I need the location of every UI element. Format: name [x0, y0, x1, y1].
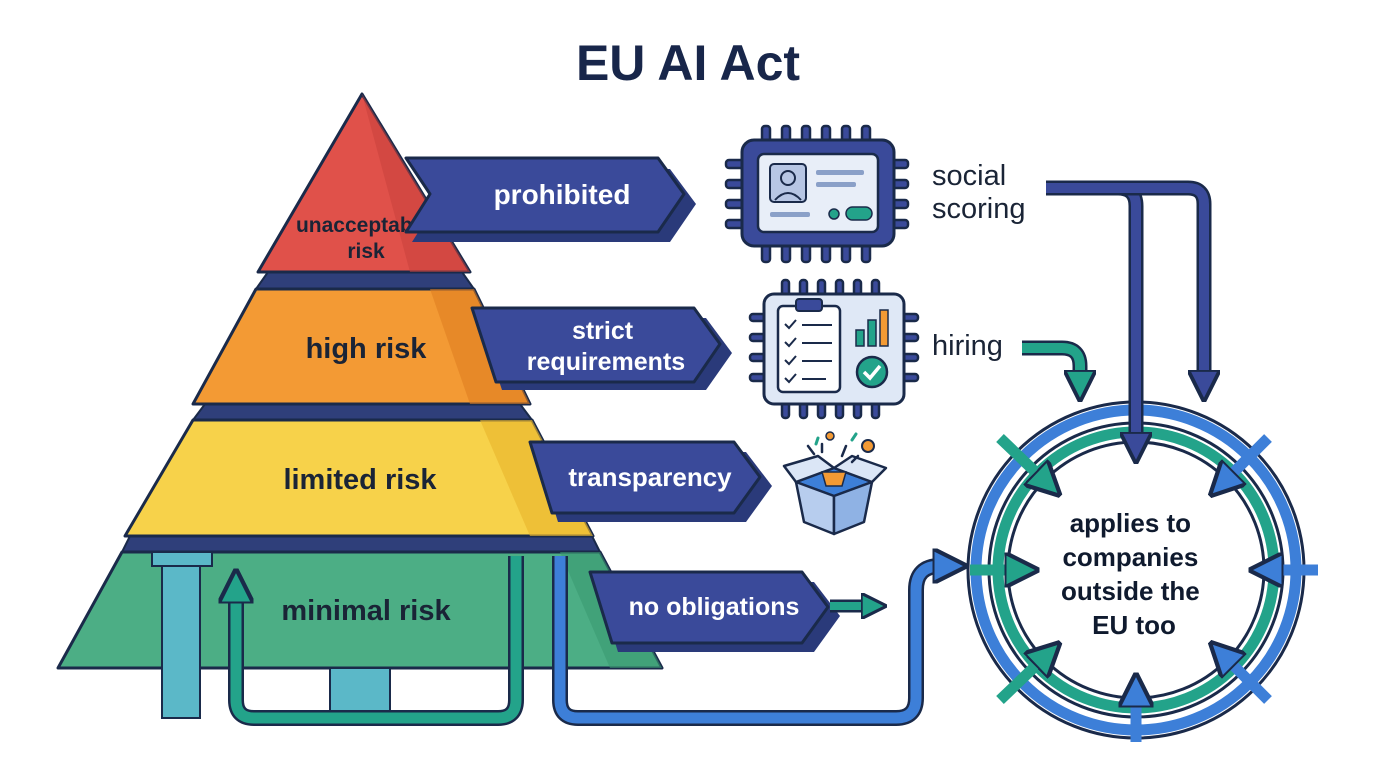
svg-text:transparency: transparency [568, 462, 732, 492]
tier-limited-label: limited risk [283, 464, 437, 496]
banner-prohibited: prohibited [404, 156, 696, 242]
tier-minimal-label: minimal risk [281, 595, 451, 627]
pillar-cap [151, 551, 213, 567]
clipboard-chart-chip-icon [748, 278, 920, 420]
open-box-icon [782, 431, 888, 536]
svg-text:prohibited: prohibited [494, 179, 631, 210]
banner-transparency: transparency [528, 440, 772, 522]
tier-unacceptable-label: unacceptable risk [296, 214, 436, 263]
flow-connectors [236, 180, 1204, 726]
tier-high-label: high risk [306, 333, 428, 365]
svg-text:strict requirements: strict requirements [527, 317, 685, 376]
banner-no-obligations: no obligations [588, 570, 840, 652]
inward-arrows [970, 434, 1318, 742]
banner-strict-requirements: strict requirements [470, 306, 732, 390]
scope-text: applies to companies outside the EU too [1061, 508, 1207, 640]
pillar [161, 565, 201, 719]
example-hiring: hiring [932, 330, 1003, 362]
id-card-chip-icon [724, 124, 910, 264]
svg-text:no obligations: no obligations [629, 593, 800, 621]
obligation-banners: prohibited strict requirements transpare… [404, 156, 840, 652]
page-title: EU AI Act [576, 35, 800, 91]
example-social-scoring: social scoring [932, 160, 1026, 225]
